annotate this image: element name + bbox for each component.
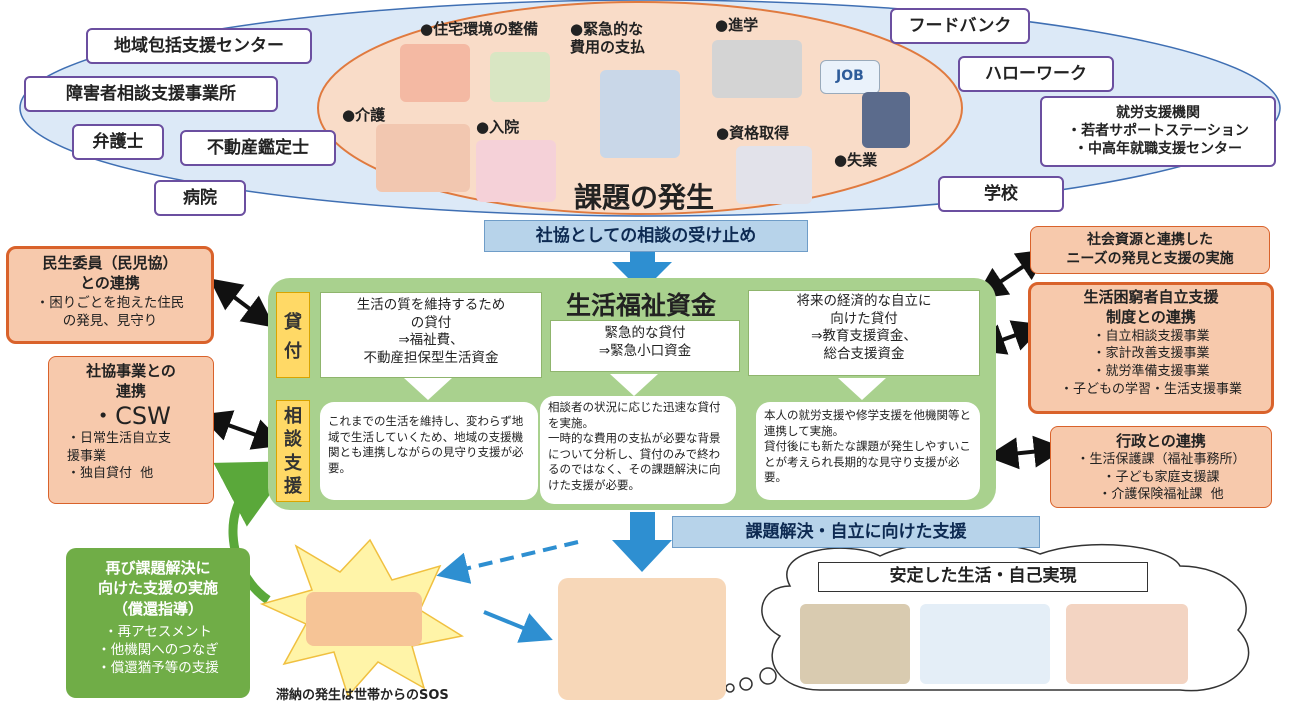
csw-title: 社協事業との 連携 <box>86 362 176 401</box>
illustration-family <box>1066 604 1188 684</box>
item-license: ●資格取得 <box>716 124 790 142</box>
banner-resolution: 課題解決・自立に向けた支援 <box>672 516 1040 548</box>
arrears-caption: 滞納の発生は世帯からのSOS <box>276 688 449 703</box>
arrow-dashed <box>436 540 579 584</box>
arrow-gov <box>986 435 1066 470</box>
item-emergency: ●緊急的な 費用の支払 <box>570 20 646 56</box>
tab-loan: 貸 付 <box>276 292 310 378</box>
org-school: 学校 <box>938 176 1064 213</box>
loan-box-quality: 生活の質を維持するため の貸付 ⇒福祉費、 不動産担保型生活資金 <box>320 292 542 378</box>
consult-box-2: 相談者の状況に応じた迅速な貸付を実施。 一時的な費用の支払が必要な背景について分… <box>540 396 736 504</box>
cloud-bubble-1 <box>759 667 777 685</box>
problem-title: 課題の発生 <box>574 181 715 214</box>
consult-box-3: 本人の就労支援や修学支援を他機関等と連携して実施。 貸付後にも新たな課題が発生し… <box>756 402 980 500</box>
needy-support-body: ・自立相談支援事業 ・家計改善支援事業 ・就労準備支援事業 ・子どもの学習・生活… <box>1059 328 1242 398</box>
arrow-down-1 <box>612 248 672 292</box>
minsei-title: 民生委員（民児協） との連携 <box>42 254 178 293</box>
minsei-body: ・困りごとを抱えた住民 の発見、見守り <box>35 294 185 329</box>
item-unemployed: ●失業 <box>834 151 878 169</box>
arrow-down-2 <box>612 512 672 572</box>
illustration-house-worker <box>490 52 550 102</box>
repayment-body: ・再アセスメント ・他機関へのつなぎ ・償還猶予等の支援 <box>97 623 219 677</box>
consult-box-1: これまでの生活を維持し、変わらず地域で生活していくため、地域の支援機関とも連携し… <box>320 402 538 500</box>
org-hospital: 病院 <box>154 180 246 217</box>
illustration-school <box>712 40 802 98</box>
org-appraiser: 不動産鑑定士 <box>180 130 336 167</box>
org-food-bank: フードバンク <box>890 8 1030 45</box>
arrow-loan2 <box>610 374 658 396</box>
item-hospital: ●入院 <box>476 118 520 136</box>
repayment-title: 再び課題解決に 向けた支援の実施 （償還指導） <box>97 559 218 618</box>
repayment-box: 再び課題解決に 向けた支援の実施 （償還指導） ・再アセスメント ・他機関へのつ… <box>66 548 250 698</box>
org-disability-office: 障害者相談支援事業所 <box>24 76 278 113</box>
csw-big: ・CSW <box>91 401 171 430</box>
arrow-csw <box>198 410 286 450</box>
illustration-housing <box>400 44 470 102</box>
illustration-care <box>376 124 470 192</box>
illustration-workers <box>920 604 1050 684</box>
org-community-center: 地域包括支援センター <box>86 28 312 65</box>
arrow-resources <box>974 249 1050 299</box>
minsei-box: 民生委員（民児協） との連携 ・困りごとを抱えた住民 の発見、見守り <box>6 246 214 344</box>
loan-box-emergency: 緊急的な貸付 ⇒緊急小口資金 <box>550 320 740 372</box>
stable-life-title: 安定した生活・自己実現 <box>818 562 1148 592</box>
illustration-elderly <box>800 604 910 684</box>
needy-support-title: 生活困窮者自立支援 制度との連携 <box>1083 288 1219 327</box>
arrow-green-curve <box>213 461 294 604</box>
illustration-arrears <box>306 592 422 646</box>
arrow-minsei <box>209 278 275 328</box>
illustration-unemployed <box>862 92 910 148</box>
org-lawyer: 弁護士 <box>72 124 164 161</box>
government-box: 行政との連携 ・生活保護課（福祉事務所） ・子ども家庭支援課 ・介護保険福祉課 … <box>1050 426 1272 508</box>
welfare-fund-title: 生活福祉資金 <box>566 291 717 320</box>
arrow-solid <box>483 610 553 643</box>
cloud-bubble-2 <box>739 677 753 691</box>
loan-box-future: 将来の経済的な自立に 向けた貸付 ⇒教育支援資金、 総合支援資金 <box>748 290 980 376</box>
item-housing: ●住宅環境の整備 <box>420 20 539 38</box>
illustration-payment <box>600 70 680 158</box>
tab-consult: 相 談 支 援 <box>276 400 310 502</box>
illustration-license <box>736 146 812 204</box>
banner-intake: 社協としての相談の受け止め <box>484 220 808 252</box>
csw-box: 社協事業との 連携 ・CSW ・日常生活自立支 援事業 ・独自貸付 他 <box>48 356 214 504</box>
csw-body: ・日常生活自立支 援事業 ・独自貸付 他 <box>67 431 172 482</box>
item-schooling: ●進学 <box>715 16 759 34</box>
cloud-bubble-3 <box>725 683 735 693</box>
government-body: ・生活保護課（福祉事務所） ・子ども家庭支援課 ・介護保険福祉課 他 <box>1076 452 1246 503</box>
resources-box: 社会資源と連携した ニーズの発見と支援の実施 <box>1030 226 1270 274</box>
arrow-loan3 <box>838 378 886 400</box>
government-title: 行政との連携 <box>1116 432 1206 450</box>
item-care: ●介護 <box>342 106 386 124</box>
arrow-loan1 <box>404 378 452 400</box>
org-employment-support: 就労支援機関 ・若者サポートステーション ・中高年就職支援センター <box>1040 96 1276 167</box>
needy-support-box: 生活困窮者自立支援 制度との連携 ・自立相談支援事業 ・家計改善支援事業 ・就労… <box>1028 282 1274 414</box>
illustration-job <box>820 60 880 94</box>
illustration-hospital <box>476 140 556 202</box>
org-hello-work: ハローワーク <box>958 56 1114 93</box>
illustration-crowd <box>558 578 726 700</box>
job-sign-text: JOB <box>836 68 864 84</box>
